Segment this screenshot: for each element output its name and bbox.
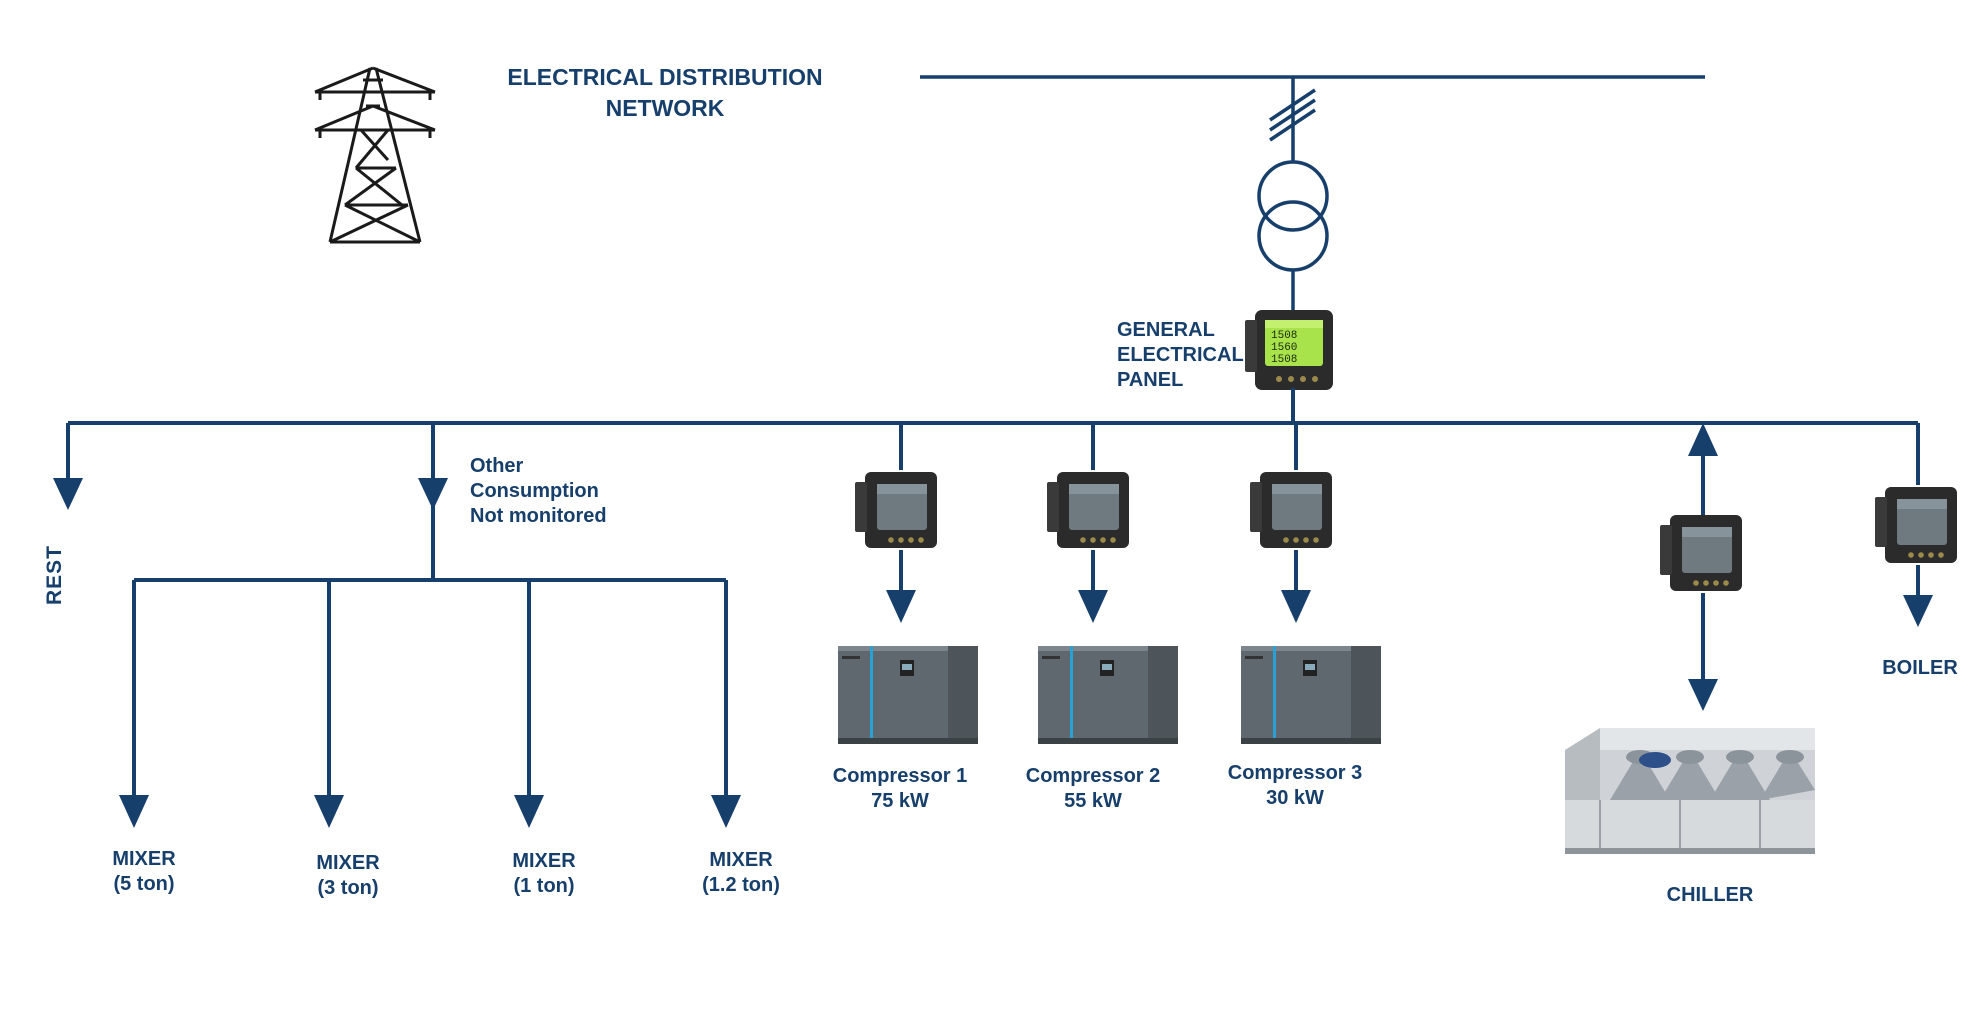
mixer-4-capacity: (1.2 ton) — [702, 874, 780, 896]
network-title-line1: ELECTRICAL DISTRIBUTION — [507, 64, 823, 90]
compressor-1-meter-icon — [855, 472, 937, 548]
network-title: ELECTRICAL DISTRIBUTION NETWORK — [470, 62, 860, 124]
meter-reading-3: 1508 — [1271, 354, 1297, 366]
mixer-2-label: MIXER (3 ton) — [288, 851, 408, 901]
mixer-1-label: MIXER (5 ton) — [84, 847, 204, 897]
compressor-3-arrow — [1281, 590, 1311, 623]
other-consumption-line3: Not monitored — [470, 505, 607, 527]
mixer-4-name: MIXER — [709, 849, 773, 871]
panel-distribution-lines — [66, 388, 1920, 795]
compressor-2-name: Compressor 2 — [1025, 765, 1161, 787]
compressor-1-arrow — [886, 590, 916, 623]
other-consumption-arrow — [418, 478, 448, 510]
compressor-2-icon — [1038, 646, 1178, 744]
other-consumption-line2: Consumption — [470, 480, 599, 502]
mixer-1-arrow — [119, 795, 149, 828]
mixer-1-capacity: (5 ton) — [113, 873, 175, 895]
mixer-1-name: MIXER — [112, 848, 176, 870]
general-panel-label: GENERAL ELECTRICAL PANEL — [1117, 318, 1244, 393]
rest-label: REST — [43, 544, 66, 605]
other-consumption-label: Other Consumption Not monitored — [470, 454, 607, 529]
boiler-label: BOILER — [1882, 657, 1958, 679]
general-power-meter-icon: 1508 1560 1508 — [1245, 310, 1333, 390]
compressor-3-power: 30 kW — [1266, 787, 1324, 809]
compressor-2-arrow — [1078, 590, 1108, 623]
chiller-down-arrow — [1688, 679, 1718, 711]
mixer-4-arrow — [711, 795, 741, 828]
transmission-tower-icon — [314, 66, 436, 244]
compressor-3-icon — [1241, 646, 1381, 744]
meter-reading-2: 1560 — [1271, 342, 1297, 354]
compressor-1-power: 75 kW — [871, 790, 929, 812]
compressor-3-name: Compressor 3 — [1227, 762, 1363, 784]
rest-arrow — [53, 478, 83, 510]
flow-arrows — [53, 423, 1933, 828]
meter-reading-1: 1508 — [1271, 330, 1297, 342]
chiller-meter-icon — [1660, 515, 1742, 591]
general-panel-label-line2: ELECTRICAL — [1117, 344, 1244, 366]
compressor-2-meter-icon — [1047, 472, 1129, 548]
transformer-icon — [1257, 160, 1329, 272]
compressor-3-meter-icon — [1250, 472, 1332, 548]
mixer-3-name: MIXER — [512, 850, 576, 872]
mixer-4-label: MIXER (1.2 ton) — [676, 848, 806, 898]
compressor-2-power: 55 kW — [1064, 790, 1122, 812]
other-consumption-line1: Other — [470, 455, 524, 477]
mixer-3-label: MIXER (1 ton) — [484, 849, 604, 899]
mixer-2-arrow — [314, 795, 344, 828]
boiler-arrow — [1903, 595, 1933, 627]
general-panel-label-line3: PANEL — [1117, 369, 1184, 391]
chiller-label: CHILLER — [1666, 884, 1754, 906]
mixer-2-capacity: (3 ton) — [317, 877, 379, 899]
general-panel-label-line1: GENERAL — [1117, 319, 1215, 341]
compressor-1-icon — [838, 646, 978, 744]
compressor-2-label: Compressor 2 55 kW — [1003, 764, 1183, 814]
mixer-3-arrow — [514, 795, 544, 828]
boiler-meter-icon — [1875, 487, 1957, 563]
distribution-bus — [920, 75, 1705, 312]
chiller-unit-icon — [1565, 728, 1815, 854]
mixer-3-capacity: (1 ton) — [513, 875, 575, 897]
mixer-2-name: MIXER — [316, 852, 380, 874]
compressor-1-name: Compressor 1 — [832, 765, 968, 787]
compressor-1-label: Compressor 1 75 kW — [810, 764, 990, 814]
chiller-up-arrow — [1688, 423, 1718, 456]
network-title-line2: NETWORK — [605, 95, 725, 121]
compressor-3-label: Compressor 3 30 kW — [1205, 761, 1385, 811]
